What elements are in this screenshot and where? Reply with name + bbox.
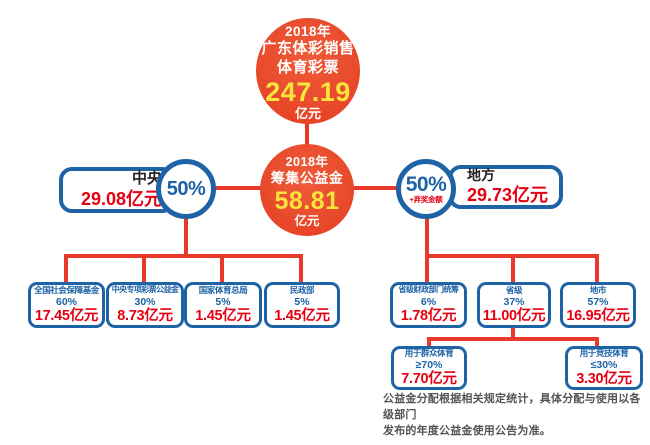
- welfare-fund-circle: 2018年 筹集公益金 58.81 亿元: [260, 144, 354, 236]
- local-amount: 29.73亿元: [467, 184, 549, 205]
- allocation-amount: 1.45亿元: [195, 308, 251, 325]
- allocation-percent: 60%: [55, 295, 77, 308]
- allocation-title: 国家体育总局: [198, 284, 248, 295]
- usage-amount: 3.30亿元: [576, 371, 632, 388]
- allocation-box-provincial-level: 省级 37% 11.00亿元: [477, 282, 551, 328]
- allocation-percent: 30%: [134, 295, 156, 308]
- central-drop-2: [142, 254, 146, 285]
- welfare-year: 2018年: [285, 155, 329, 170]
- central-drop-3: [220, 254, 224, 285]
- usage-percent: ≤30%: [590, 358, 618, 371]
- central-branch-bracket: [64, 254, 303, 258]
- usage-box-mass-sports: 用于群众体育 ≥70% 7.70亿元: [391, 346, 467, 390]
- allocation-box-general-sports-administration: 国家体育总局 5% 1.45亿元: [184, 282, 262, 328]
- provincial-drop-1: [427, 337, 431, 348]
- allocation-title: 民政部: [289, 284, 315, 295]
- central-label: 中央: [131, 169, 162, 187]
- sales-title-line2: 体育彩票: [276, 59, 339, 77]
- central-amount: 29.08亿元: [80, 188, 162, 209]
- allocation-percent: 37%: [503, 295, 525, 308]
- connector-mid-to-local: [348, 186, 404, 190]
- welfare-unit: 亿元: [294, 213, 320, 228]
- local-drop-2: [511, 254, 515, 285]
- connector-top-to-mid: [305, 118, 309, 150]
- usage-percent: ≥70%: [415, 358, 443, 371]
- allocation-amount: 8.73亿元: [117, 308, 173, 325]
- welfare-value: 58.81: [274, 186, 340, 215]
- allocation-box-prefecture-city: 地市 57% 16.95亿元: [560, 282, 636, 328]
- allocation-title: 地市: [589, 284, 607, 295]
- allocation-amount: 17.45亿元: [34, 308, 99, 325]
- allocation-percent: 57%: [587, 295, 609, 308]
- local-drop-1: [425, 254, 429, 285]
- footnote-line2: 发布的年度公益金使用公告为准。: [383, 424, 551, 437]
- allocation-title: 中央专项彩票公益金: [111, 285, 179, 295]
- allocation-title: 省级财政部门统筹: [398, 285, 460, 295]
- provincial-feed-line: [511, 326, 515, 339]
- allocation-amount: 1.78亿元: [400, 308, 457, 325]
- allocation-box-central-special-lottery-fund: 中央专项彩票公益金 30% 8.73亿元: [106, 282, 184, 328]
- allocation-box-civil-affairs-ministry: 民政部 5% 1.45亿元: [264, 282, 340, 328]
- footnote-line1: 公益金分配根据相关规定统计，具体分配与使用以各级部门: [383, 393, 641, 421]
- provincial-drop-2: [595, 337, 599, 348]
- footnote: 公益金分配根据相关规定统计，具体分配与使用以各级部门 发布的年度公益金使用公告为…: [383, 392, 650, 440]
- central-branch-stem: [184, 216, 188, 258]
- central-drop-1: [64, 254, 68, 285]
- connector-mid-to-central: [208, 186, 268, 190]
- local-percent: 50%: [405, 173, 447, 196]
- local-percent-circle: 50% +弃奖金额: [396, 159, 456, 219]
- welfare-label: 筹集公益金: [270, 170, 344, 187]
- central-percent: 50%: [166, 178, 206, 200]
- allocation-amount: 1.45亿元: [274, 308, 330, 325]
- allocation-box-provincial-finance-overall: 省级财政部门统筹 6% 1.78亿元: [390, 282, 467, 328]
- allocation-amount: 11.00亿元: [482, 308, 546, 325]
- local-share-box: 地方 29.73亿元: [448, 165, 563, 209]
- central-percent-circle: 50%: [156, 159, 216, 219]
- sales-value: 247.19: [265, 76, 351, 107]
- sales-unit: 亿元: [294, 106, 321, 122]
- local-drop-3: [595, 254, 599, 285]
- usage-title: 用于群众体育: [404, 347, 454, 358]
- allocation-percent: 6%: [420, 295, 437, 308]
- allocation-percent: 5%: [215, 295, 231, 308]
- usage-title: 用于竞技体育: [579, 347, 629, 358]
- local-label: 地方: [467, 167, 495, 184]
- sales-total-circle: 2018年 广东体彩销售 体育彩票 247.19 亿元: [256, 18, 360, 124]
- provincial-bracket: [427, 337, 599, 341]
- usage-box-competitive-sports: 用于竞技体育 ≤30% 3.30亿元: [565, 346, 643, 390]
- allocation-percent: 5%: [294, 295, 310, 308]
- usage-amount: 7.70亿元: [401, 371, 457, 388]
- allocation-title: 省级: [505, 284, 523, 295]
- sales-title-line1: 广东体彩销售: [261, 40, 355, 58]
- central-drop-4: [299, 254, 303, 285]
- local-branch-stem: [425, 216, 429, 258]
- allocation-box-social-security-fund: 全国社会保障基金 60% 17.45亿元: [28, 282, 105, 328]
- local-percent-note: +弃奖金额: [409, 195, 443, 204]
- allocation-title: 全国社会保障基金: [34, 284, 99, 295]
- sales-year: 2018年: [284, 24, 332, 40]
- allocation-amount: 16.95亿元: [566, 308, 630, 325]
